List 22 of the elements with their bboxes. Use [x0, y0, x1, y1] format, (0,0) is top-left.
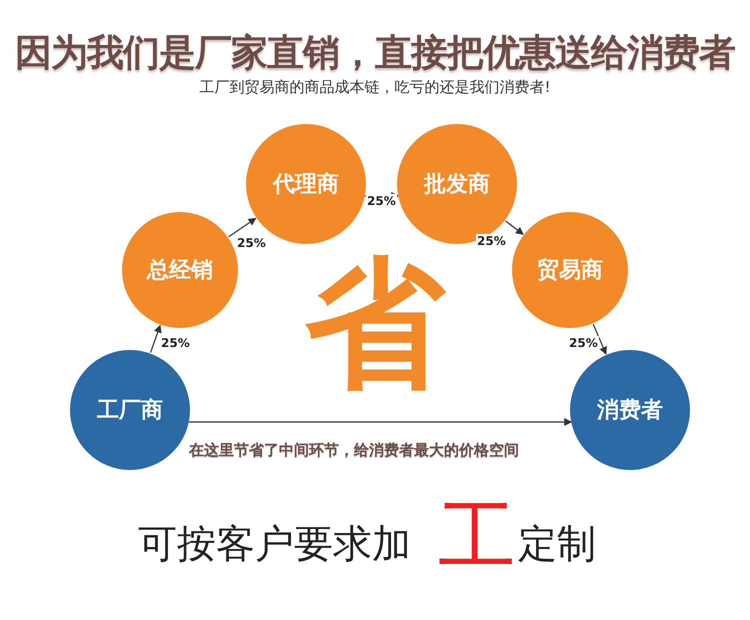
node-label: 消费者 — [597, 397, 663, 425]
edge-label: 25% — [236, 236, 267, 250]
subtitle: 工厂到贸易商的商品成本链，吃亏的还是我们消费者! — [198, 78, 552, 97]
node-label: 总经销 — [147, 257, 213, 285]
slogan-text: 定制 — [518, 521, 596, 569]
big-character: 省 — [305, 245, 445, 405]
node-label: 贸易商 — [537, 257, 603, 285]
arrow — [592, 324, 607, 355]
edge-label: 25% — [568, 336, 599, 350]
node-label: 代理商 — [273, 171, 339, 199]
arrow — [505, 220, 524, 235]
node-label: 批发商 — [424, 171, 490, 199]
highlighted-character: 工 — [438, 497, 516, 577]
arrow — [188, 418, 572, 426]
arrow — [228, 218, 256, 238]
edge-label: 25% — [476, 234, 507, 248]
edge-label: 25% — [160, 336, 191, 350]
node-label: 工厂商 — [97, 397, 163, 425]
title: 因为我们是厂家直销，直接把优惠送给消费者 — [14, 30, 736, 76]
slogan-text: 可按客户要求加 — [138, 521, 411, 569]
edge-label: 在这里节省了中间环节，给消费者最大的价格空间 — [188, 441, 520, 460]
arrow — [150, 324, 162, 353]
